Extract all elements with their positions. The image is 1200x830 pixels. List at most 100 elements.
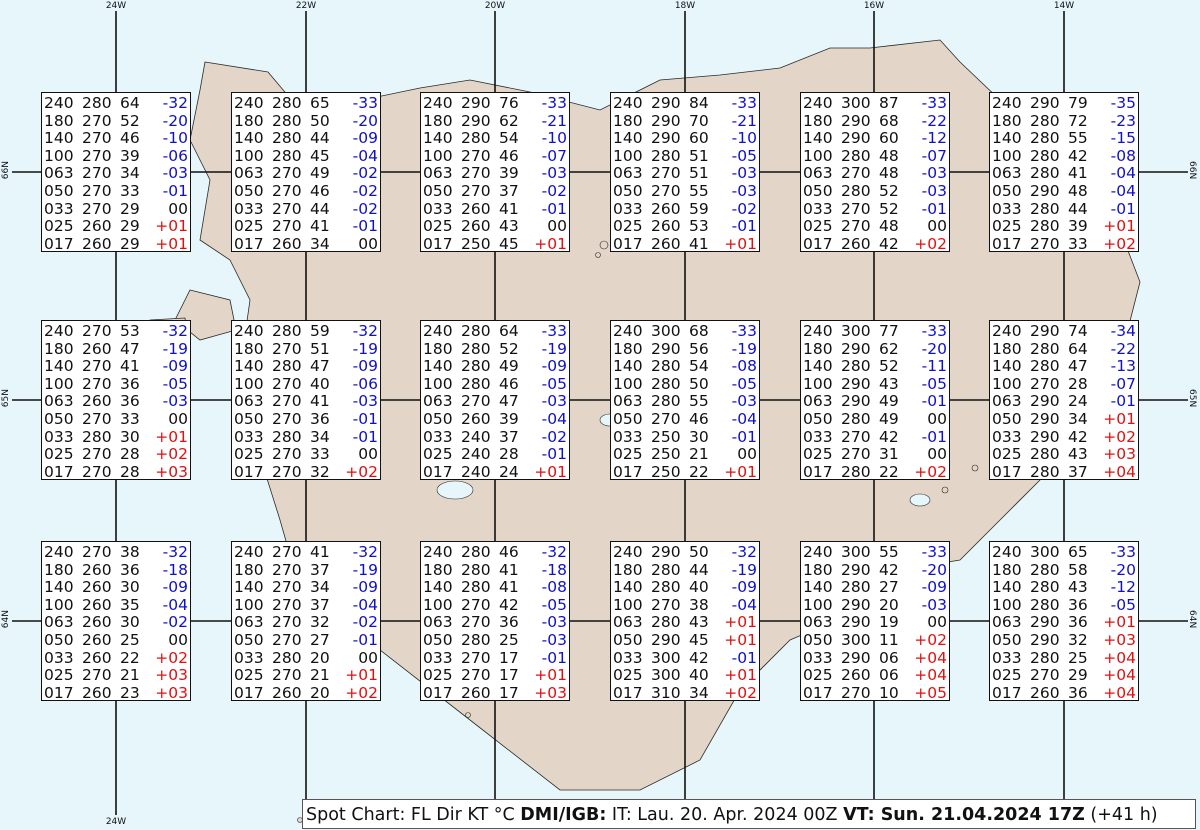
wind-direction: 270	[272, 560, 302, 579]
temperature: 00	[927, 445, 947, 464]
flight-level: 025	[992, 445, 1022, 464]
wind-speed: 68	[689, 322, 709, 340]
wind-speed: 34	[1068, 409, 1088, 428]
wind-direction: 280	[1030, 578, 1060, 597]
flight-level: 033	[44, 648, 74, 667]
temperature: -33	[352, 94, 378, 112]
wind-direction: 290	[1030, 392, 1060, 411]
flight-level: 050	[423, 409, 453, 428]
wind-direction: 260	[82, 339, 112, 358]
wind-speed: 33	[120, 181, 140, 200]
flight-level: 063	[613, 392, 643, 411]
wind-direction: 290	[841, 339, 871, 358]
wind-speed: 43	[499, 217, 519, 236]
temperature: +01	[724, 234, 757, 253]
wind-speed: 59	[689, 199, 709, 218]
temperature: -03	[541, 164, 567, 183]
footer-source: DMI/IGB:	[520, 805, 607, 825]
temperature: -32	[162, 543, 188, 561]
flight-level: 050	[992, 409, 1022, 428]
flight-level: 240	[613, 94, 643, 112]
footer-lead-time: (+41 h)	[1084, 805, 1158, 825]
flight-level: 050	[613, 630, 643, 649]
wind-direction: 280	[651, 613, 681, 632]
longitude-label: 14W	[1053, 1, 1075, 11]
temperature: -09	[731, 578, 757, 597]
temperature: 00	[358, 445, 378, 464]
flight-level: 017	[803, 234, 833, 253]
wind-speed: 47	[310, 357, 330, 376]
temperature: -04	[1110, 181, 1136, 200]
flight-level: 100	[423, 595, 453, 614]
flight-level: 240	[992, 543, 1022, 561]
wind-speed: 42	[499, 595, 519, 614]
flight-level: 050	[613, 181, 643, 200]
wind-direction: 280	[1030, 595, 1060, 614]
temperature: -32	[541, 543, 567, 561]
temperature: -09	[162, 578, 188, 597]
temperature: -22	[1110, 339, 1136, 358]
wind-direction: 300	[841, 322, 871, 340]
latitude-label: 66N	[1187, 161, 1197, 180]
flight-level: 140	[44, 357, 74, 376]
wind-direction: 270	[651, 181, 681, 200]
flight-level: 033	[44, 427, 74, 446]
flight-level: 140	[992, 578, 1022, 597]
flight-level: 017	[613, 462, 643, 481]
wind-speed: 06	[879, 666, 899, 685]
wind-speed: 38	[689, 595, 709, 614]
temperature: -02	[541, 181, 567, 200]
flight-level: 017	[234, 462, 264, 481]
flight-level: 033	[423, 427, 453, 446]
temperature: +04	[1103, 666, 1136, 685]
wind-speed: 44	[310, 129, 330, 148]
temperature: -08	[1110, 146, 1136, 165]
flight-level: 017	[234, 683, 264, 702]
temperature: +03	[155, 683, 188, 702]
wind-direction: 290	[841, 648, 871, 667]
wind-speed: 43	[1068, 578, 1088, 597]
flight-level: 240	[423, 94, 453, 112]
wind-speed: 39	[1068, 217, 1088, 236]
wind-speed: 41	[310, 543, 330, 561]
temperature: -09	[162, 357, 188, 376]
longitude-label: 22W	[295, 1, 317, 11]
wind-direction: 280	[1030, 357, 1060, 376]
temperature: -02	[162, 613, 188, 632]
wind-direction: 270	[272, 543, 302, 561]
wind-speed: 22	[120, 648, 140, 667]
temperature: -01	[731, 427, 757, 446]
wind-direction: 280	[272, 111, 302, 130]
flight-level: 025	[992, 666, 1022, 685]
flight-level: 033	[992, 427, 1022, 446]
wind-direction: 260	[82, 648, 112, 667]
wind-direction: 270	[272, 630, 302, 649]
wind-direction: 290	[841, 560, 871, 579]
wind-direction: 260	[82, 595, 112, 614]
